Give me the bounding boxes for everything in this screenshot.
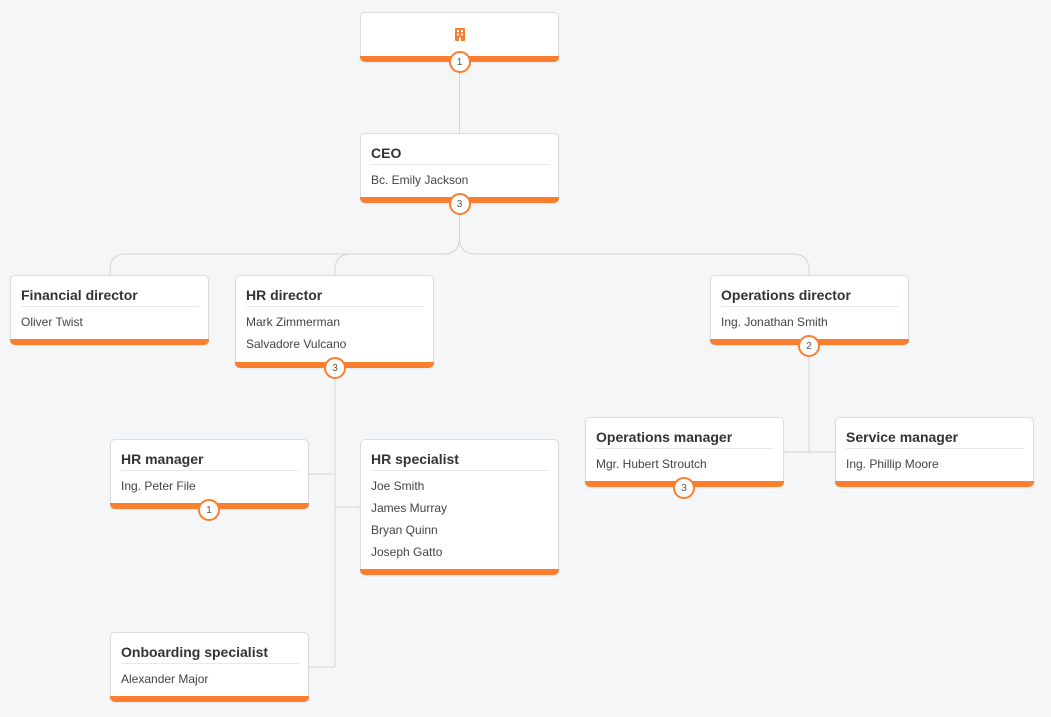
building-icon <box>454 28 465 41</box>
node-divider <box>21 306 199 307</box>
connector-ceo-hr <box>334 237 460 275</box>
node-accent-bar <box>835 481 1034 487</box>
node-accent-bar <box>360 569 559 575</box>
node-title: CEO <box>371 145 402 161</box>
node-title: HR manager <box>121 451 204 467</box>
node-title: HR specialist <box>371 451 459 467</box>
node-financial-director[interactable]: Financial director Oliver Twist <box>10 275 209 345</box>
person-name: Joe Smith <box>371 479 425 493</box>
person-name: Mgr. Hubert Stroutch <box>596 457 707 471</box>
node-divider <box>121 470 299 471</box>
person-name: Ing. Jonathan Smith <box>721 315 828 329</box>
person-name: Bc. Emily Jackson <box>371 173 469 187</box>
operations-director-expand-badge[interactable]: 2 <box>798 335 820 357</box>
person-name: Mark Zimmerman <box>246 315 341 329</box>
node-title: HR director <box>246 287 323 303</box>
node-title: Operations director <box>721 287 851 303</box>
connector-ceo-financial <box>109 205 460 275</box>
node-onboarding-specialist[interactable]: Onboarding specialist Alexander Major <box>110 632 309 702</box>
node-divider <box>596 448 774 449</box>
node-divider <box>721 306 899 307</box>
hr-manager-expand-badge[interactable]: 1 <box>198 499 220 521</box>
node-title: Service manager <box>846 429 959 445</box>
node-hr-director[interactable]: HR director Mark Zimmerman Salvadore Vul… <box>235 275 434 368</box>
node-divider <box>371 470 549 471</box>
node-ceo[interactable]: CEO Bc. Emily Jackson <box>360 133 559 203</box>
person-name: Salvadore Vulcano <box>246 337 347 351</box>
node-divider <box>371 164 549 165</box>
node-divider <box>246 306 424 307</box>
person-name: Oliver Twist <box>21 315 83 329</box>
node-accent-bar <box>10 339 209 345</box>
connector-ceo-operations <box>459 237 810 275</box>
node-title: Financial director <box>21 287 138 303</box>
person-name: Ing. Peter File <box>121 479 196 493</box>
node-divider <box>846 448 1024 449</box>
person-name: Bryan Quinn <box>371 523 438 537</box>
person-name: James Murray <box>371 501 448 515</box>
operations-manager-expand-badge[interactable]: 3 <box>673 477 695 499</box>
node-hr-specialist[interactable]: HR specialist Joe Smith James Murray Bry… <box>360 439 559 575</box>
person-name: Joseph Gatto <box>371 545 443 559</box>
node-divider <box>121 663 299 664</box>
hr-director-expand-badge[interactable]: 3 <box>324 357 346 379</box>
node-accent-bar <box>110 696 309 702</box>
person-name: Ing. Phillip Moore <box>846 457 939 471</box>
node-title: Operations manager <box>596 429 733 445</box>
node-service-manager[interactable]: Service manager Ing. Phillip Moore <box>835 417 1034 487</box>
node-title: Onboarding specialist <box>121 644 269 660</box>
ceo-expand-badge[interactable]: 3 <box>448 193 471 215</box>
root-expand-badge[interactable]: 1 <box>448 51 471 73</box>
person-name: Alexander Major <box>121 672 209 686</box>
node-operations-director[interactable]: Operations director Ing. Jonathan Smith <box>710 275 909 345</box>
